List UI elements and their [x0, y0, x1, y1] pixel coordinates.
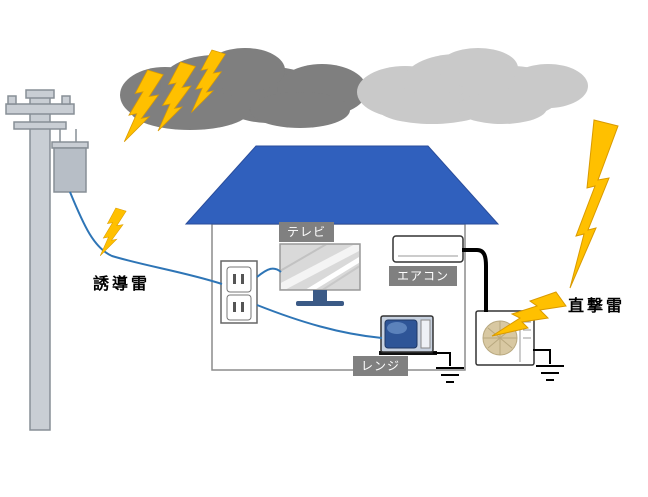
surge-lightning-bolt [491, 291, 567, 337]
utility-pole [5, 89, 89, 431]
microwave-oven [379, 315, 437, 355]
pole-shaft [29, 95, 51, 431]
induced-lightning-label: 誘導雷 [93, 276, 151, 293]
wall-outlet [220, 260, 258, 324]
outlet-receptacle [226, 294, 252, 321]
outlet-slot [233, 274, 236, 284]
tv-label: テレビ [279, 222, 335, 242]
microwave-door-highlight [387, 322, 407, 334]
pole-crossarm [5, 103, 75, 115]
house-roof [184, 145, 500, 225]
insulator [7, 95, 17, 105]
microwave-base [379, 351, 437, 355]
tv-stand-neck [313, 290, 327, 301]
ground-symbol-outdoor-unit [533, 349, 564, 381]
light-cloud [357, 48, 588, 124]
tv-stand-base [296, 301, 344, 306]
cloud-puff [377, 92, 487, 124]
lightning-bolts [99, 49, 619, 337]
cloud-puff [130, 90, 250, 130]
outlet-slot [241, 274, 244, 284]
pole-crossarm-lower [13, 121, 67, 130]
insulator [61, 95, 71, 105]
microwave-control-panel [420, 319, 431, 349]
wire-outlet-to-microwave [256, 304, 383, 339]
outlet-slot [233, 302, 236, 312]
transformer [53, 147, 87, 193]
aircon-label: エアコン [389, 266, 458, 286]
aircon-indoor-unit [392, 235, 464, 263]
direct-lightning-label: 直撃雷 [568, 298, 626, 315]
cloud-puff [438, 48, 518, 88]
power-line-pole-to-outlet [69, 191, 223, 285]
cloud-puff [250, 92, 350, 128]
outlet-slot [241, 302, 244, 312]
microwave-label: レンジ [353, 356, 409, 376]
induced-lightning-bolt [99, 207, 127, 257]
ground-symbol-microwave [433, 352, 464, 383]
wire-outlet-to-tv [256, 267, 282, 278]
tv-marble-texture [281, 245, 359, 289]
tv [279, 243, 361, 306]
dark-storm-cloud [120, 48, 367, 130]
aircon-body [392, 235, 464, 263]
pole-cap [25, 89, 55, 99]
cloud-puff [457, 92, 547, 124]
outlet-receptacle [226, 266, 252, 293]
wiring [69, 191, 383, 339]
cloud-puff [205, 48, 285, 92]
transformer-cap [51, 141, 89, 149]
ac-power-cable [462, 248, 488, 312]
direct-lightning-bolt [569, 119, 619, 289]
